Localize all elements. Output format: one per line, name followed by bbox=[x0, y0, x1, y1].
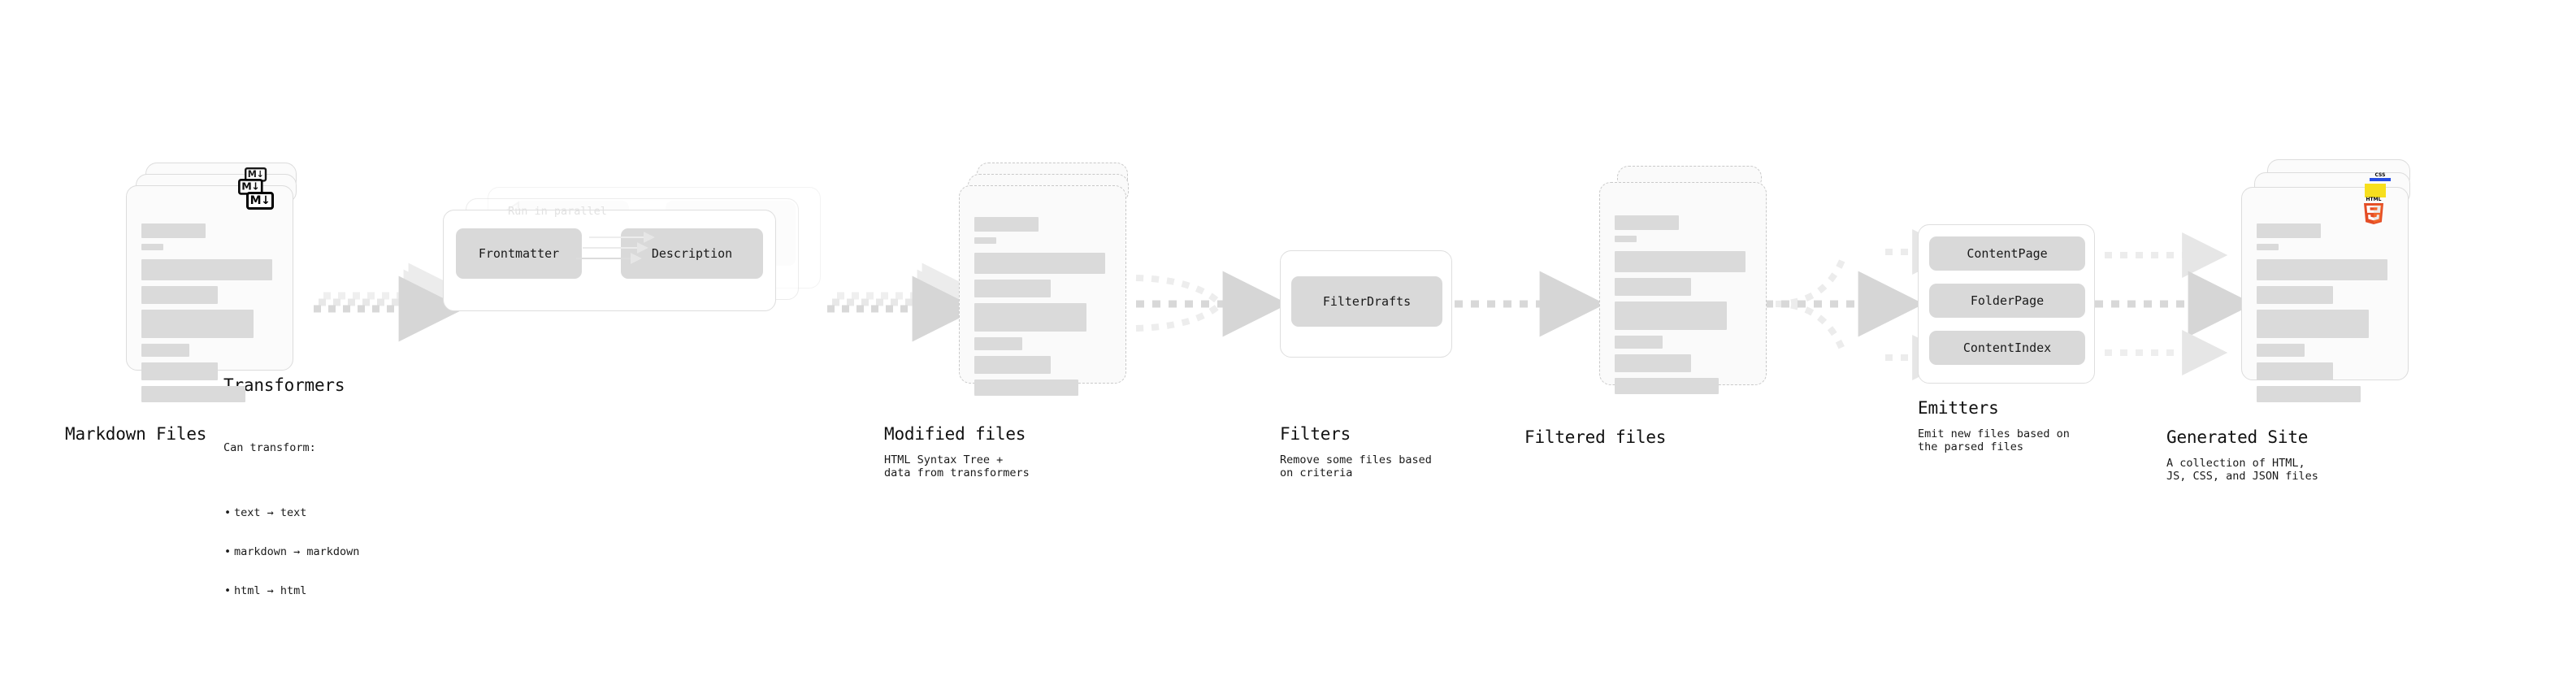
stage-filtered-files: Filtered files bbox=[1524, 163, 1786, 447]
stage-generated-site: CSS HTML Generated Site A collection of … bbox=[2166, 159, 2428, 483]
emitters-description: Emit new files based on the parsed files bbox=[1918, 427, 2070, 453]
doc-bar bbox=[2257, 386, 2361, 402]
parallel-note: Run in parallel bbox=[508, 205, 607, 218]
doc-bar bbox=[141, 244, 163, 250]
list-item: markdown → markdown bbox=[224, 545, 359, 558]
chip-frontmatter[interactable]: Frontmatter bbox=[456, 228, 582, 279]
arrow-markdown-to-transformers bbox=[314, 262, 475, 342]
svg-text:HTML: HTML bbox=[2366, 197, 2382, 202]
doc-bar bbox=[2257, 362, 2334, 380]
doc-bar bbox=[141, 386, 245, 402]
generated-site-description: A collection of HTML, JS, CSS, and JSON … bbox=[2166, 457, 2318, 483]
arrow-transformers-to-modified bbox=[827, 262, 988, 342]
html5-icon: HTML bbox=[2361, 195, 2386, 226]
list-item: text → text bbox=[224, 506, 359, 519]
transformer-card-front: Frontmatter Description bbox=[443, 210, 776, 311]
css3-icon: CSS bbox=[2370, 171, 2391, 181]
doc-bar bbox=[974, 303, 1086, 332]
list-item: html → html bbox=[224, 584, 359, 597]
doc-bar bbox=[1615, 336, 1663, 349]
doc-bar bbox=[1615, 378, 1719, 394]
doc-bar bbox=[141, 286, 219, 304]
stage-markdown-files: M↓ M↓ M↓ Markdown Files bbox=[65, 163, 313, 444]
filtered-card-front bbox=[1599, 182, 1767, 394]
javascript-icon bbox=[2365, 184, 2386, 197]
doc-bar bbox=[2257, 344, 2305, 357]
chip-filterdrafts[interactable]: FilterDrafts bbox=[1291, 276, 1442, 327]
arrow-filtered-to-emitters bbox=[1765, 229, 1958, 380]
emitters-box: ContentPage FolderPage ContentIndex bbox=[1918, 224, 2095, 384]
transformers-capability-list: text → text markdown → markdown html → h… bbox=[223, 480, 359, 623]
filters-description: Remove some files based on criteria bbox=[1280, 453, 1432, 479]
chip-contentindex[interactable]: ContentIndex bbox=[1929, 331, 2085, 365]
caption-modified-files: Modified files bbox=[884, 424, 1026, 444]
doc-bar bbox=[2257, 244, 2279, 250]
doc-bar bbox=[2257, 223, 2321, 238]
chip-folderpage[interactable]: FolderPage bbox=[1929, 284, 2085, 318]
markdown-icon: M↓ bbox=[246, 192, 274, 210]
doc-bar bbox=[1615, 301, 1727, 330]
stage-transformers: Frontmatter Description Run in parallel … bbox=[223, 187, 833, 597]
caption-generated-site: Generated Site bbox=[2166, 427, 2309, 447]
doc-bar bbox=[141, 344, 189, 357]
doc-bar bbox=[974, 253, 1106, 274]
doc-bar bbox=[2257, 286, 2334, 304]
doc-bar bbox=[1615, 278, 1692, 296]
transformers-description: Can transform: text → text markdown → ma… bbox=[223, 415, 359, 649]
doc-bar bbox=[1615, 354, 1692, 372]
doc-bar bbox=[2257, 310, 2369, 338]
stage-filters: FilterDrafts Filters Remove some files b… bbox=[1280, 250, 1452, 479]
transformers-description-title: Can transform: bbox=[223, 441, 316, 454]
caption-filters: Filters bbox=[1280, 424, 1351, 444]
modified-files-description: HTML Syntax Tree + data from transformer… bbox=[884, 453, 1030, 479]
filters-box: FilterDrafts bbox=[1280, 250, 1452, 358]
doc-bar bbox=[974, 217, 1039, 232]
markdown-icon: M↓ bbox=[238, 179, 263, 195]
doc-bar bbox=[2257, 259, 2388, 280]
doc-bar bbox=[1615, 251, 1746, 272]
doc-bar bbox=[974, 280, 1052, 297]
arrow-modified-to-filters bbox=[1135, 271, 1289, 337]
modified-card-front bbox=[959, 185, 1126, 396]
doc-bar bbox=[1615, 236, 1637, 242]
caption-markdown-files: Markdown Files bbox=[65, 424, 207, 444]
arrow-emitters-to-site bbox=[2095, 232, 2254, 375]
markdown-card-front bbox=[126, 185, 293, 402]
doc-bar bbox=[141, 362, 219, 380]
chip-description[interactable]: Description bbox=[621, 228, 763, 279]
caption-emitters: Emitters bbox=[1918, 398, 1999, 418]
doc-bar bbox=[974, 237, 996, 244]
chip-contentpage[interactable]: ContentPage bbox=[1929, 236, 2085, 271]
doc-bar bbox=[141, 223, 206, 238]
doc-bar bbox=[974, 337, 1022, 350]
doc-bar bbox=[974, 380, 1078, 396]
stage-emitters: ContentPage FolderPage ContentIndex Emit… bbox=[1918, 224, 2095, 453]
doc-bar bbox=[141, 259, 273, 280]
doc-bar bbox=[974, 356, 1052, 374]
stage-modified-files: Modified files HTML Syntax Tree + data f… bbox=[884, 163, 1146, 479]
doc-bar bbox=[1615, 215, 1679, 230]
caption-filtered-files: Filtered files bbox=[1524, 427, 1667, 447]
doc-bar bbox=[141, 310, 254, 338]
